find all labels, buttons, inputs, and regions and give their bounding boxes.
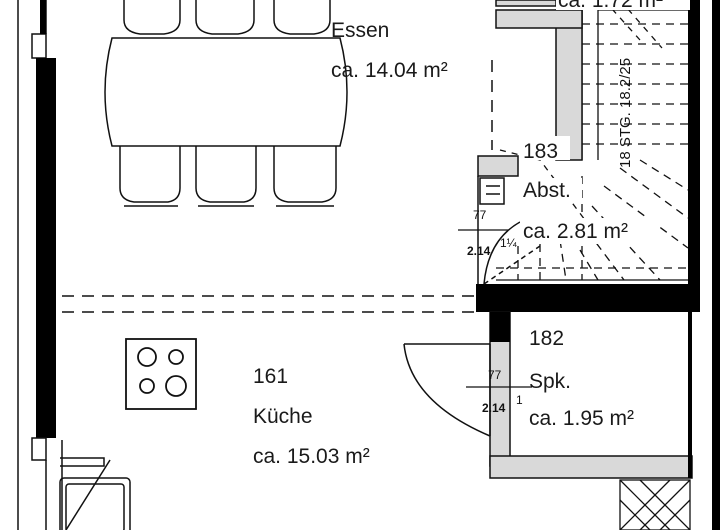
stair-label: 18 STG. 18.2/25 xyxy=(617,58,634,168)
room-area-top: ca. 1.72 m² xyxy=(558,0,663,12)
room-number-abst: 183 xyxy=(523,140,558,163)
ceiling-dashed-lines xyxy=(62,60,493,313)
door-label-abst: 77 2.14 1¼ xyxy=(458,208,518,258)
left-exterior-wall xyxy=(17,0,56,530)
room-label-top: ca. 1.72 m² xyxy=(556,0,690,12)
door-sup-abst: 1¼ xyxy=(500,236,518,250)
room-area-spk: ca. 1.95 m² xyxy=(529,407,634,430)
room-name-kueche: Küche xyxy=(253,405,313,428)
shaft-hatch xyxy=(619,479,691,530)
room-name-essen: Essen xyxy=(331,19,389,42)
door-width-spk: 77 xyxy=(488,368,502,382)
room-name-spk: Spk. xyxy=(529,370,571,393)
room-area-abst: ca. 2.81 m² xyxy=(523,220,628,243)
right-walls xyxy=(476,0,720,530)
spk-door-swing xyxy=(403,343,491,437)
door-height-abst: 2.14 xyxy=(467,244,491,258)
door-label-spk: 77 2.14 1 xyxy=(466,368,532,415)
door-width-abst: 77 xyxy=(473,208,487,222)
room-area-essen: ca. 14.04 m² xyxy=(331,59,448,82)
room-number-spk: 182 xyxy=(529,327,564,350)
room-name-abst: Abst. xyxy=(523,179,571,202)
cooktop-icon xyxy=(125,338,197,410)
door-height-spk: 2.14 xyxy=(482,401,506,415)
dining-table-icon xyxy=(104,0,348,207)
door-sup-spk: 1 xyxy=(516,393,523,407)
sink-icon xyxy=(59,440,131,530)
room-label-abst: 183 Abst. ca. 2.81 m² xyxy=(520,136,660,244)
room-number-kueche: 161 xyxy=(253,365,288,388)
room-area-kueche: ca. 15.03 m² xyxy=(253,445,370,468)
